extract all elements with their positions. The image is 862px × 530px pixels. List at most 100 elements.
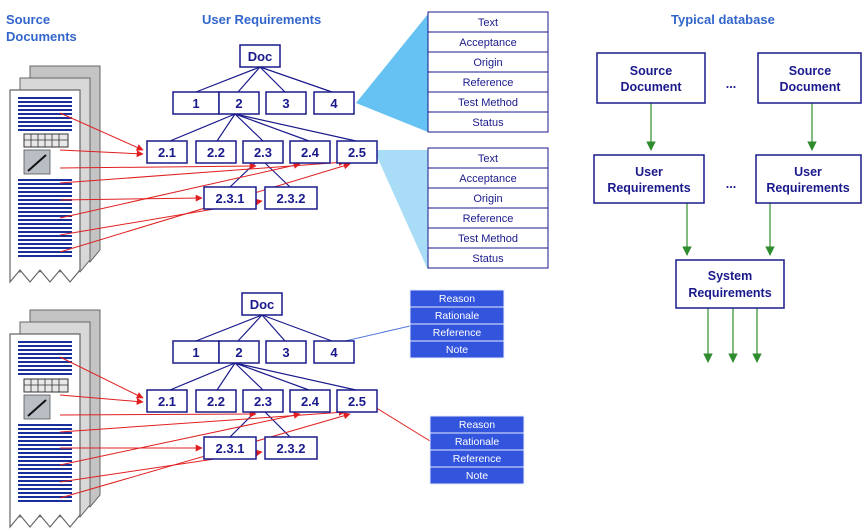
node-2-1: 2.1 <box>146 389 188 413</box>
attribute-item: Reference <box>463 77 514 89</box>
node-3: 3 <box>265 91 307 115</box>
svg-text:System: System <box>708 269 752 283</box>
attribute-item: Note <box>466 470 488 482</box>
svg-text:4: 4 <box>330 96 338 111</box>
db-ellipsis-1: ... <box>726 77 736 91</box>
node-2-2: 2.2 <box>195 389 237 413</box>
heading-source-documents: Source Documents <box>6 12 77 44</box>
svg-text:Requirements: Requirements <box>766 181 849 195</box>
node-4: 4 <box>313 340 355 364</box>
attribute-item: Reference <box>453 453 502 465</box>
node-2-3-1: 2.3.1 <box>203 436 257 460</box>
source-document-stack-upper <box>9 65 101 284</box>
node-2-5: 2.5 <box>336 389 378 413</box>
attribute-item: Reason <box>439 293 475 305</box>
attribute-item: Acceptance <box>459 173 516 185</box>
svg-text:2.3.1: 2.3.1 <box>216 441 245 456</box>
svg-text:3: 3 <box>282 96 289 111</box>
db-ellipsis-2: ... <box>726 177 736 191</box>
svg-text:Doc: Doc <box>250 297 275 312</box>
svg-text:User: User <box>794 165 822 179</box>
node-1: 1 <box>172 340 220 364</box>
svg-text:Requirements: Requirements <box>688 286 771 300</box>
svg-text:2.4: 2.4 <box>301 394 320 409</box>
attribute-list-upper-1: Text Acceptance Origin Reference Test Me… <box>427 11 549 133</box>
source-document-stack-lower <box>9 309 101 529</box>
lower-trace-arrows <box>59 356 351 499</box>
svg-text:Source: Source <box>789 64 831 78</box>
upper-tree-connectors <box>169 66 357 188</box>
node-3: 3 <box>265 340 307 364</box>
attribute-item: Rationale <box>455 436 500 448</box>
node-1: 1 <box>172 91 220 115</box>
callout-wedge-upper-2 <box>374 150 428 270</box>
svg-text:2.5: 2.5 <box>348 145 366 160</box>
svg-text:4: 4 <box>330 345 338 360</box>
attribute-item: Reference <box>433 327 482 339</box>
svg-text:2: 2 <box>235 345 242 360</box>
node-2-5: 2.5 <box>336 140 378 164</box>
node-2-3: 2.3 <box>242 140 284 164</box>
link-4-to-attributes <box>344 325 411 342</box>
node-doc: Doc <box>241 292 283 316</box>
node-2-3-2: 2.3.2 <box>264 186 318 210</box>
attribute-list-lower-1: Reason Rationale Reference Note <box>409 289 505 359</box>
node-2-3-2: 2.3.2 <box>264 436 318 460</box>
svg-text:2.3.1: 2.3.1 <box>216 191 245 206</box>
svg-text:2.3.2: 2.3.2 <box>277 191 306 206</box>
attribute-item: Test Method <box>458 233 518 245</box>
node-2-3-1: 2.3.1 <box>203 186 257 210</box>
node-2: 2 <box>218 91 260 115</box>
node-4: 4 <box>313 91 355 115</box>
svg-text:1: 1 <box>192 96 199 111</box>
svg-text:2.1: 2.1 <box>158 394 176 409</box>
node-2: 2 <box>218 340 260 364</box>
attribute-item: Note <box>446 344 468 356</box>
svg-text:2.3: 2.3 <box>254 394 272 409</box>
lower-tree: Doc 1 2 3 4 2.1 2.2 2.3 2.4 2.5 2.3.1 2.… <box>146 292 378 460</box>
attribute-item: Reason <box>459 419 495 431</box>
heading-typical-database: Typical database <box>671 12 775 27</box>
svg-text:2.3: 2.3 <box>254 145 272 160</box>
svg-text:Document: Document <box>779 80 841 94</box>
attribute-item: Text <box>478 17 498 29</box>
svg-text:Source: Source <box>630 64 672 78</box>
node-doc: Doc <box>239 44 281 68</box>
svg-text:2: 2 <box>235 96 242 111</box>
callout-wedge-upper-1 <box>356 14 428 132</box>
node-2-2: 2.2 <box>195 140 237 164</box>
attribute-item: Acceptance <box>459 37 516 49</box>
upper-trace-arrows <box>59 112 351 253</box>
svg-text:2.2: 2.2 <box>207 394 225 409</box>
heading-user-requirements: User Requirements <box>202 12 321 27</box>
node-2-4: 2.4 <box>289 389 331 413</box>
upper-tree: Doc 1 2 3 4 2.1 2.2 2.3 2.4 2.5 2.3.1 2.… <box>146 44 378 210</box>
attribute-item: Status <box>472 117 504 129</box>
svg-text:Document: Document <box>620 80 682 94</box>
attribute-item: Rationale <box>435 310 480 322</box>
node-2-3: 2.3 <box>242 389 284 413</box>
svg-text:2.1: 2.1 <box>158 145 176 160</box>
attribute-list-lower-2: Reason Rationale Reference Note <box>429 415 525 485</box>
svg-text:3: 3 <box>282 345 289 360</box>
attribute-item: Text <box>478 153 498 165</box>
svg-text:Doc: Doc <box>248 49 273 64</box>
attribute-item: Reference <box>463 213 514 225</box>
attribute-item: Status <box>472 253 504 265</box>
svg-text:Requirements: Requirements <box>607 181 690 195</box>
svg-text:2.4: 2.4 <box>301 145 320 160</box>
attribute-item: Origin <box>473 57 502 69</box>
attribute-item: Test Method <box>458 97 518 109</box>
svg-text:2.3.2: 2.3.2 <box>277 441 306 456</box>
svg-text:2.5: 2.5 <box>348 394 366 409</box>
svg-text:2.2: 2.2 <box>207 145 225 160</box>
attribute-item: Origin <box>473 193 502 205</box>
